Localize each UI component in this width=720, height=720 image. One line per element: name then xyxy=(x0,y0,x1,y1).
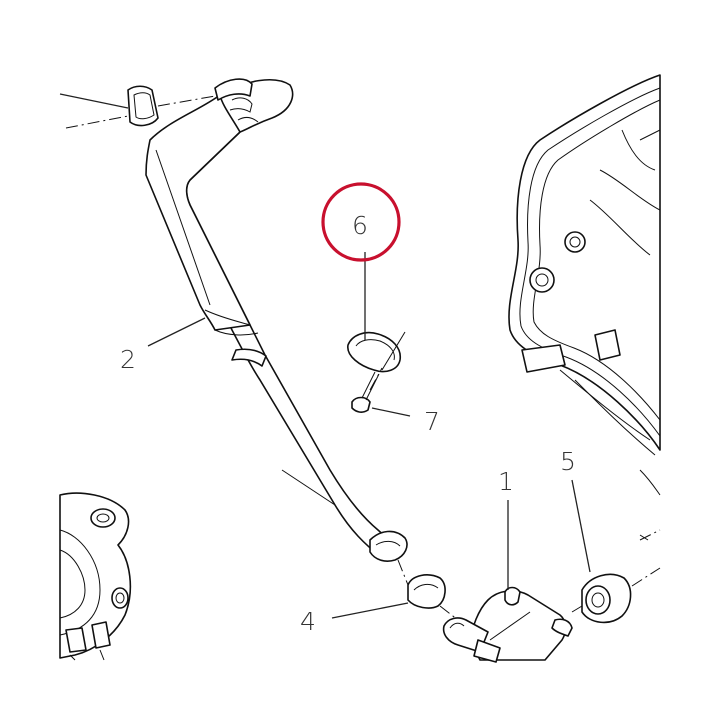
hose-part-2 xyxy=(145,78,408,562)
clip-part-6 xyxy=(347,331,406,373)
top-hose-clamp xyxy=(59,85,216,129)
leader-line-5 xyxy=(571,479,591,573)
leader-line-7 xyxy=(371,407,411,417)
callout-label-6: 6 xyxy=(352,211,368,240)
leader-line-4 xyxy=(331,602,409,619)
throttle-body xyxy=(59,492,132,661)
highlight-ring-part-6 xyxy=(321,182,401,262)
grommet-part-5 xyxy=(571,567,661,624)
callout-label-2: 2 xyxy=(120,345,136,374)
callout-label-4: 4 xyxy=(300,607,316,636)
leader-line-2 xyxy=(147,317,206,347)
callout-label-1: 1 xyxy=(498,467,514,496)
screw-part-7 xyxy=(351,367,383,413)
callout-label-7: 7 xyxy=(424,407,440,436)
callout-label-5: 5 xyxy=(560,447,576,476)
leader-lines xyxy=(147,252,591,619)
clamp-part-4 xyxy=(397,559,459,621)
valve-part-1 xyxy=(442,586,573,663)
engine-housing xyxy=(508,74,661,541)
